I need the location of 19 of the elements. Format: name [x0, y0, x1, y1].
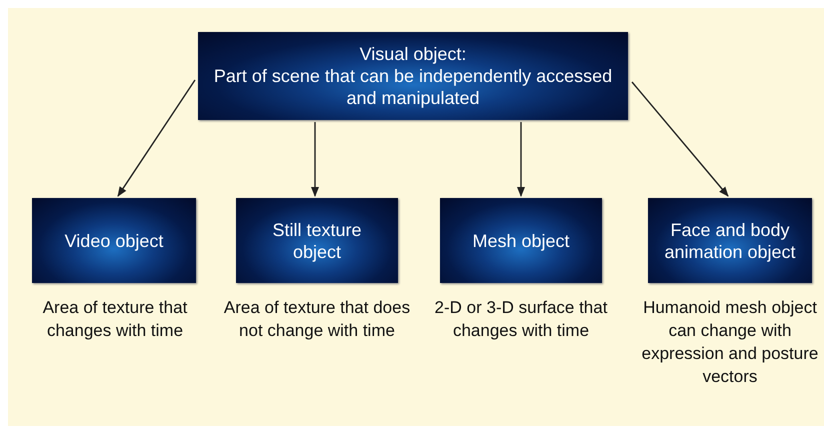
node-text: Face and body animation object — [663, 218, 797, 262]
arrow — [117, 80, 196, 197]
object-box — [648, 198, 812, 283]
node-text: Still texture object — [271, 218, 363, 262]
description-text: Area of texture that does not change with time — [222, 297, 412, 342]
object-box — [32, 198, 196, 283]
arrow — [631, 82, 729, 197]
arrow — [311, 122, 319, 197]
description-text: 2-D or 3-D surface that changes with time — [434, 297, 608, 342]
object-box — [440, 198, 602, 283]
description-text: Area of texture that changes with time — [42, 297, 188, 342]
node-text: Mesh object — [472, 230, 570, 252]
object-box — [198, 32, 628, 120]
node-text: Part of scene that can be independently accessed and manipulated — [212, 65, 614, 109]
node-text: Video object — [64, 230, 164, 252]
object-box — [236, 198, 398, 283]
description-text: Humanoid mesh object can change with expression and posture vectors — [640, 297, 820, 388]
arrow — [517, 122, 525, 197]
node-text: Visual object: — [360, 43, 466, 65]
